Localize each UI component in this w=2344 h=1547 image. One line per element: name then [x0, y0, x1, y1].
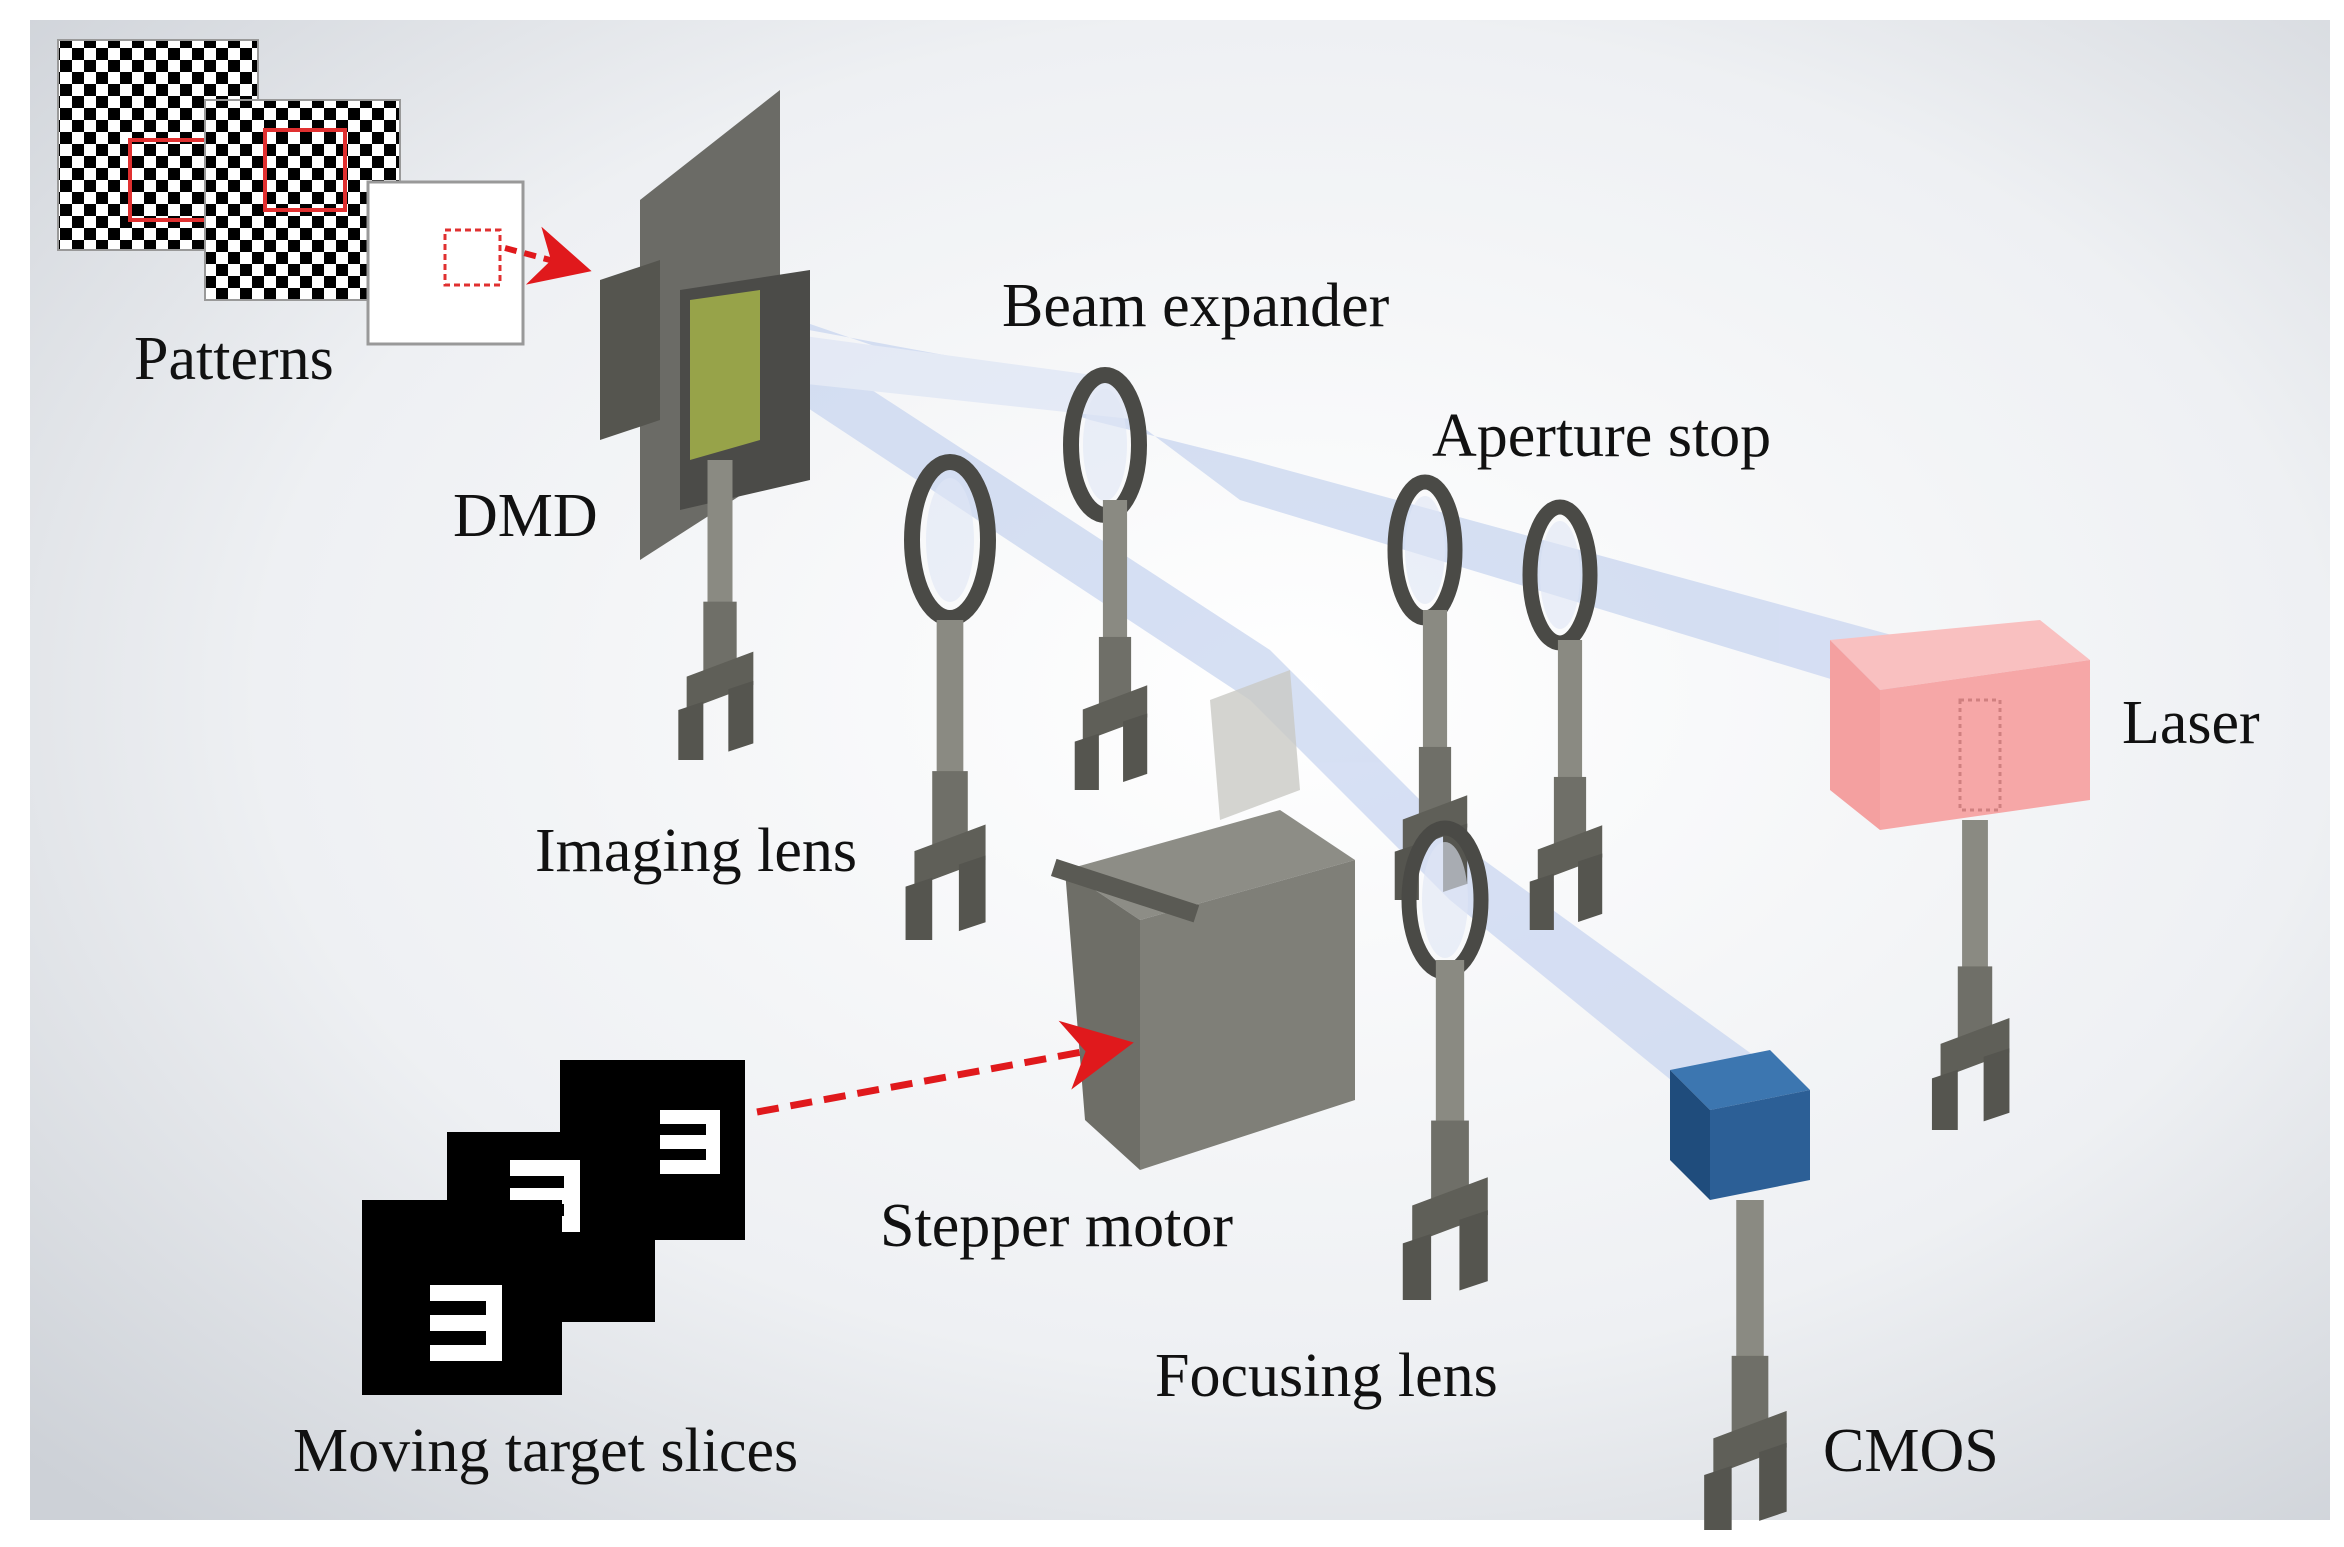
- dmd-label: DMD: [453, 482, 598, 550]
- stepper-motor-label: Stepper motor: [880, 1192, 1233, 1260]
- aperture-stop-label: Aperture stop: [1432, 402, 1772, 470]
- laser-device: [1830, 620, 2090, 1130]
- cmos-label: CMOS: [1823, 1417, 1999, 1485]
- cmos-camera: [1670, 1050, 1810, 1530]
- pattern-images: [57, 39, 525, 346]
- moving-target-slices-label: Moving target slices: [293, 1417, 799, 1485]
- laser-label: Laser: [2122, 689, 2260, 757]
- slices-to-motor-arrow: [756, 1020, 1134, 1116]
- stepper-motor-device: [1050, 810, 1355, 1170]
- aperture-stop-lenses: [1387, 474, 1603, 930]
- pattern-to-dmd-arrow: [504, 226, 592, 285]
- target-plate: [1210, 670, 1300, 820]
- pattern-image-3: [366, 180, 525, 346]
- dmd-device: [600, 90, 810, 760]
- light-beams: [700, 300, 1910, 1120]
- imaging-lens: [904, 454, 996, 940]
- focusing-lens: [1401, 820, 1489, 1300]
- patterns-label: Patterns: [134, 325, 334, 393]
- focusing-lens-label: Focusing lens: [1155, 1342, 1498, 1410]
- beam-expander-label: Beam expander: [1002, 272, 1390, 340]
- red-arrows: [504, 226, 1134, 1116]
- imaging-lens-label: Imaging lens: [535, 817, 857, 885]
- beam-expander-lens: [1063, 367, 1148, 790]
- target-slices: [362, 1060, 745, 1395]
